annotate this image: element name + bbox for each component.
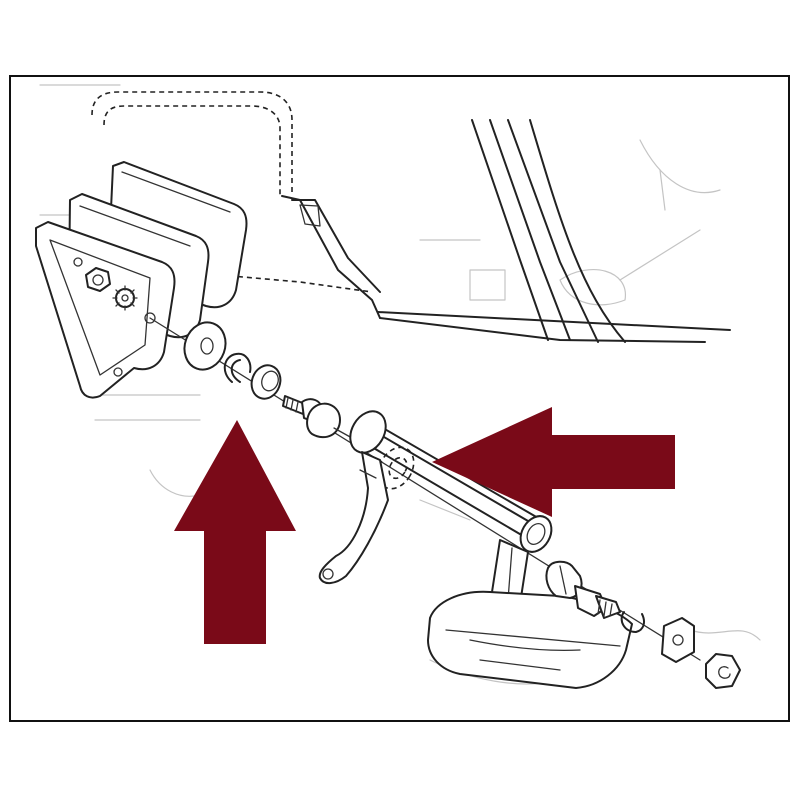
vertical-door-edge-strips — [471, 119, 626, 343]
door-frame-outline — [91, 91, 731, 343]
washer — [183, 321, 227, 371]
lock-washer — [223, 352, 252, 383]
hinge-base-plate — [427, 590, 633, 689]
hinge-tube — [349, 410, 553, 553]
up-arrow — [174, 420, 296, 644]
mounting-bracket-plate — [35, 221, 176, 399]
pivot-pin — [282, 395, 353, 439]
bushing — [250, 364, 282, 400]
left-arrow — [432, 407, 675, 517]
hinge-lever-arm — [318, 451, 389, 584]
hardware-right-end — [545, 560, 741, 689]
nut-and-gear — [85, 267, 138, 311]
